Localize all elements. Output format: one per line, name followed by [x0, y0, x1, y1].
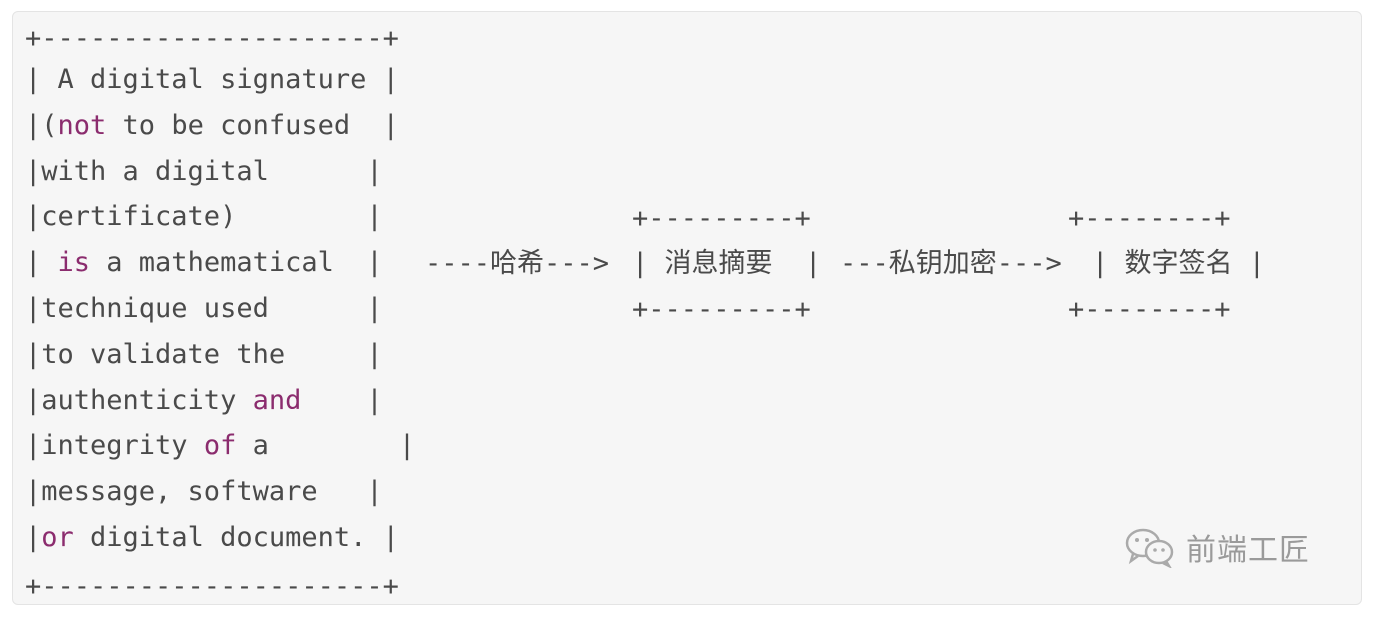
box-text: |integrity [25, 430, 204, 462]
box-line: |or digital document. | [25, 522, 399, 553]
hash-arrow: ----哈希---> [425, 248, 610, 279]
keyword: not [57, 109, 107, 141]
keyword: and [252, 384, 302, 416]
box-line: |integrity of a | [25, 430, 415, 461]
box-text: digital document. | [73, 521, 399, 553]
box-text: | [25, 521, 42, 553]
box-line: |(not to be confused | [25, 110, 399, 141]
signature-definition-box: | A digital signature | |(not to be conf… [25, 57, 415, 561]
box-line: |to validate the | [25, 339, 383, 370]
box-text: |to validate the | [25, 338, 383, 370]
wechat-icon [1124, 526, 1176, 568]
box-text: | [25, 247, 58, 279]
box-text: |authenticity [25, 384, 253, 416]
digital-signature-node: | 数字签名 | [1092, 248, 1266, 279]
box-text: | [301, 384, 383, 416]
keyword: is [57, 247, 91, 279]
box-text: a mathematical | [90, 247, 383, 279]
digest-node-border-bottom: +---------+ [632, 294, 811, 325]
box-text: a | [236, 430, 416, 462]
box-text: | A digital signature | [25, 64, 399, 95]
box-text: |certificate) | [25, 201, 383, 233]
box-text: |message, software | [25, 476, 383, 508]
box-text: |with a digital | [25, 155, 383, 187]
box-text: |technique used | [25, 292, 383, 324]
signature-node-border-bottom: +--------+ [1068, 294, 1231, 325]
message-digest-node: | 消息摘要 | [632, 248, 822, 279]
box-line: | A digital signature | [25, 64, 399, 95]
box-border-top: +---------------------+ [25, 23, 399, 54]
box-line: |with a digital | [25, 156, 383, 187]
box-line: |authenticity and | [25, 385, 383, 416]
code-block-panel [12, 11, 1362, 605]
keyword: of [203, 430, 237, 462]
box-line: |technique used | [25, 293, 383, 324]
digest-node-border-top: +---------+ [632, 203, 811, 234]
box-border-bottom: +---------------------+ [25, 571, 399, 602]
keyword: or [41, 521, 74, 553]
box-text: |( [25, 109, 58, 141]
box-text: to be confused | [106, 109, 399, 141]
box-line: | is a mathematical | [25, 247, 383, 278]
box-line: |message, software | [25, 476, 383, 507]
signature-node-border-top: +--------+ [1068, 203, 1231, 234]
box-line: |certificate) | [25, 201, 383, 232]
watermark-label: 前端工匠 [1186, 533, 1310, 568]
watermark: 前端工匠 [1124, 525, 1310, 569]
private-key-encrypt-arrow: ---私钥加密---> [840, 248, 1062, 279]
